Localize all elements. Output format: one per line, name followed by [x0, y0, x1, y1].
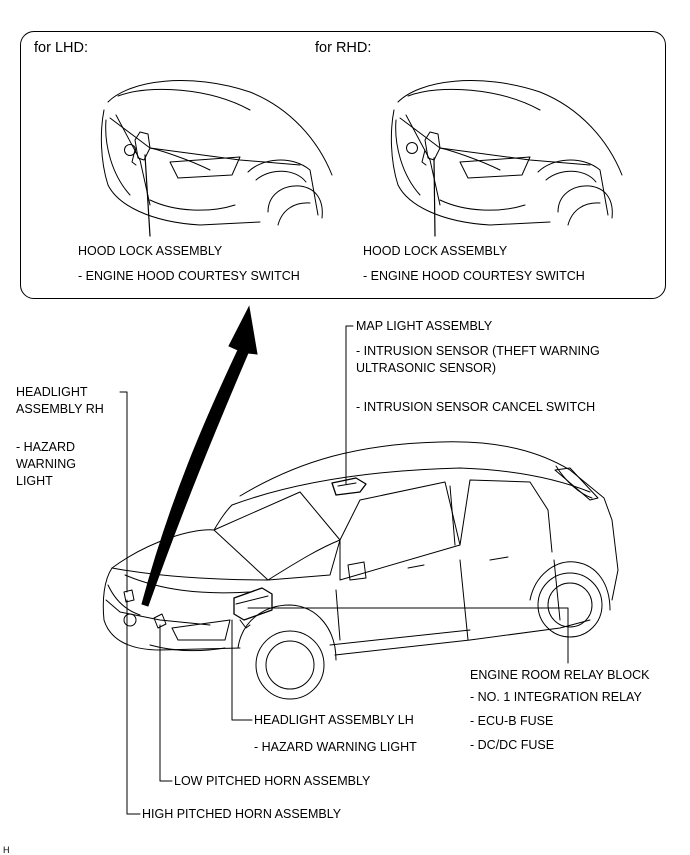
hazard-lh-label: - HAZARD WARNING LIGHT [254, 740, 417, 754]
figure-code: H [3, 845, 10, 855]
map-light-label: MAP LIGHT ASSEMBLY [356, 319, 493, 333]
hazard-rh-label-2: WARNING [16, 457, 76, 471]
headlight-rh-label-1: HEADLIGHT [16, 385, 88, 399]
low-horn-label: LOW PITCHED HORN ASSEMBLY [174, 774, 371, 788]
rhd-heading: for RHD: [315, 40, 372, 56]
hazard-rh-label-1: - HAZARD [16, 440, 76, 454]
lhd-courtesy-switch-label: - ENGINE HOOD COURTESY SWITCH [78, 269, 300, 283]
main-car-body [102, 441, 619, 700]
high-horn-label: HIGH PITCHED HORN ASSEMBLY [142, 807, 342, 821]
intrusion-sensor-label-1: - INTRUSION SENSOR (THEFT WARNING [356, 344, 600, 358]
lhd-car-front [100, 80, 333, 237]
relay-block-label: ENGINE ROOM RELAY BLOCK [470, 668, 650, 682]
rhd-hood-lock-label: HOOD LOCK ASSEMBLY [363, 244, 508, 258]
dc-dc-fuse-label: - DC/DC FUSE [470, 738, 555, 752]
inset-panel [20, 31, 666, 299]
intrusion-sensor-label-2: ULTRASONIC SENSOR) [356, 361, 497, 375]
hazard-rh-label-3: LIGHT [16, 474, 53, 488]
leader-lines [119, 325, 569, 815]
lhd-hood-lock-label: HOOD LOCK ASSEMBLY [78, 244, 223, 258]
headlight-lh-label: HEADLIGHT ASSEMBLY LH [254, 713, 414, 727]
rhd-courtesy-switch-label: - ENGINE HOOD COURTESY SWITCH [363, 269, 585, 283]
ecu-b-fuse-label: - ECU-B FUSE [470, 714, 554, 728]
headlight-rh-label-2: ASSEMBLY RH [16, 402, 104, 416]
engine-room-relay-block [233, 587, 273, 629]
low-horn-shape [153, 613, 167, 629]
arrow-to-inset [141, 305, 258, 607]
lhd-heading: for LHD: [34, 40, 88, 56]
integration-relay-label: - NO. 1 INTEGRATION RELAY [470, 690, 642, 704]
rhd-car-front [390, 80, 623, 237]
intrusion-cancel-switch-label: - INTRUSION SENSOR CANCEL SWITCH [356, 400, 596, 414]
high-horn-shape [123, 589, 135, 603]
map-light-assembly [331, 477, 367, 496]
